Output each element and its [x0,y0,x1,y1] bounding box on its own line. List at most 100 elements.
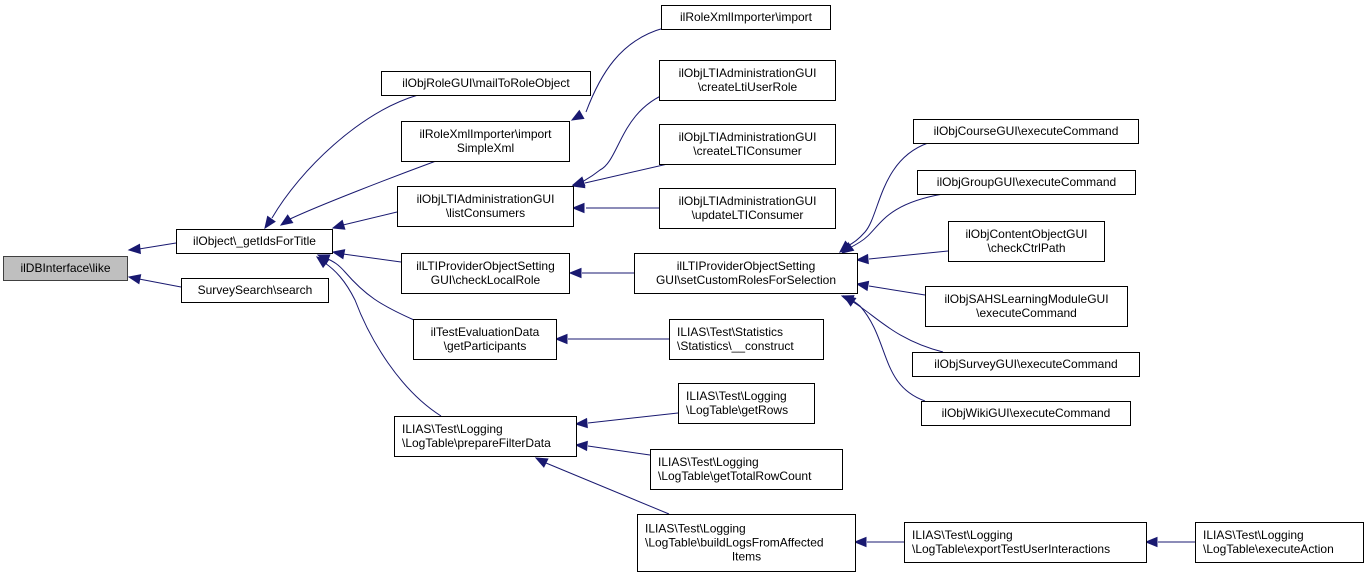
node-label: ILIAS\Test\Logging [658,455,759,469]
node-label: \LogTable\executeAction [1203,542,1334,556]
node-label: ilLTIProviderObjectSetting [677,259,816,273]
arrowhead-icon [574,440,588,452]
node-label: \updateLTIConsumer [692,208,804,222]
node-label: Items [732,550,761,564]
edge-createLtiUserRole-to-listConsumers [571,91,671,187]
node-courseExec[interactable]: ilObjCourseGUI\executeCommand [913,119,1139,144]
node-checkCtrlPath[interactable]: ilObjContentObjectGUI\checkCtrlPath [948,221,1105,262]
arrowhead-icon [840,295,855,305]
node-box [1195,522,1364,563]
node-prepareFilterData[interactable]: ILIAS\Test\Logging\LogTable\prepareFilte… [394,416,577,457]
node-exportInteractions[interactable]: ILIAS\Test\Logging\LogTable\exportTestUs… [904,522,1147,563]
node-label: ilObjContentObjectGUI [965,227,1087,241]
edge-getRows-to-prepareFilterData [574,412,679,429]
edge-checkLocalRole-to-getIdsForTitle [331,249,402,263]
edge-line [324,262,442,417]
edge-statisticsConstruct-to-getParticipants [554,333,669,345]
node-label: GUI\checkLocalRole [431,273,541,287]
node-getParticipants[interactable]: ilTestEvaluationData\getParticipants [413,319,557,360]
node-label: ILIAS\Test\Logging [645,522,746,536]
node-createLTIConsumer[interactable]: ilObjLTIAdministrationGUI\createLTIConsu… [659,124,836,165]
node-createLtiUserRole[interactable]: ilObjLTIAdministrationGUI\createLtiUserR… [659,60,836,101]
edge-line [587,445,651,456]
edge-setCustomRoles-to-checkLocalRole [568,267,634,279]
edge-getIdsForTitle-to-like [127,242,177,255]
node-box [394,416,577,457]
edge-updateLTIConsumer-to-listConsumers [571,202,659,214]
node-surveyExec[interactable]: ilObjSurveyGUI\executeCommand [912,352,1140,377]
node-label: \LogTable\prepareFilterData [402,436,551,450]
node-box [401,253,570,294]
edge-listConsumers-to-getIdsForTitle [331,211,398,230]
node-checkLocalRole[interactable]: ilLTIProviderObjectSettingGUI\checkLocal… [401,253,570,294]
node-label: ilObjWikiGUI\executeCommand [942,406,1111,420]
node-box [401,121,570,162]
node-sahsExec[interactable]: ilObjSAHSLearningModuleGUI\executeComman… [925,286,1128,327]
node-label: ILIAS\Test\Logging [1203,528,1304,542]
node-buildLogs[interactable]: ILIAS\Test\Logging\LogTable\buildLogsFro… [637,514,856,572]
edge-line [868,250,949,260]
edge-checkCtrlPath-to-setCustomRoles [855,250,949,265]
node-box [634,253,858,294]
edge-line [342,211,398,226]
arrowhead-icon [315,256,330,269]
edge-prepareFilterData-to-getIdsForTitle [315,256,442,417]
node-label: \LogTable\buildLogsFromAffected [645,536,824,550]
node-box [397,186,574,227]
edge-line [138,242,177,250]
node-getTotalRowCount[interactable]: ILIAS\Test\Logging\LogTable\getTotalRowC… [650,449,843,490]
arrowhead-icon [331,249,346,260]
edge-groupExec-to-setCustomRoles [840,193,944,254]
node-groupExec[interactable]: ilObjGroupGUI\executeCommand [917,170,1136,195]
edge-surveySearch-to-like [127,274,182,288]
node-label: \Statistics\__construct [677,339,794,353]
node-label: \LogTable\getRows [686,403,788,417]
node-roleImport[interactable]: ilRoleXmlImporter\import [661,5,831,30]
node-mailToRoleObject[interactable]: ilObjRoleGUI\mailToRoleObject [381,71,591,96]
arrowhead-icon [1144,536,1158,548]
node-label: \getParticipants [444,339,527,353]
node-label: ilObjCourseGUI\executeCommand [934,124,1119,138]
edge-exportInteractions-to-buildLogs [853,536,904,548]
arrowhead-icon [127,243,141,255]
arrowhead-icon [574,417,588,429]
arrowhead-icon [840,242,855,254]
node-updateLTIConsumer[interactable]: ilObjLTIAdministrationGUI\updateLTIConsu… [659,188,836,229]
node-box [659,60,836,101]
node-box [912,352,1140,377]
node-label: ilObjSurveyGUI\executeCommand [934,357,1117,371]
node-like[interactable]: ilDBInterface\like [3,256,128,281]
edge-mailToRoleObject-to-getIdsForTitle [264,94,419,230]
edge-line [545,462,670,515]
node-executeAction[interactable]: ILIAS\Test\Logging\LogTable\executeActio… [1195,522,1364,563]
node-setCustomRoles[interactable]: ilLTIProviderObjectSettingGUI\setCustomR… [634,253,858,294]
edge-line [342,253,402,263]
arrowhead-icon [571,178,586,189]
node-getRows[interactable]: ILIAS\Test\Logging\LogTable\getRows [678,383,815,424]
node-box [650,449,843,490]
node-surveySearch[interactable]: SurveySearch\search [181,278,329,303]
arrowhead-icon [264,215,276,230]
node-box [659,124,836,165]
node-label: \checkCtrlPath [987,241,1065,255]
node-label: ilObjLTIAdministrationGUI [679,130,817,144]
edge-line [327,258,415,321]
node-listConsumers[interactable]: ilObjLTIAdministrationGUI\listConsumers [397,186,574,227]
node-getIdsForTitle[interactable]: ilObject\_getIdsForTitle [176,229,333,254]
edge-line [585,27,665,113]
node-wikiExec[interactable]: ilObjWikiGUI\executeCommand [921,401,1131,426]
edge-line [849,298,926,402]
arrowhead-icon [127,274,142,285]
arrowhead-icon [853,536,867,548]
node-label: ILIAS\Test\Logging [686,389,787,403]
node-box [917,170,1136,195]
edge-line [271,94,419,219]
edge-line [289,160,437,220]
node-label: ILIAS\Test\Logging [402,422,503,436]
edge-executeAction-to-exportInteractions [1144,536,1195,548]
node-label: \createLtiUserRole [698,80,798,94]
node-label: \executeCommand [976,306,1077,320]
node-statisticsConstruct[interactable]: ILIAS\Test\Statistics\Statistics\__const… [669,319,824,360]
